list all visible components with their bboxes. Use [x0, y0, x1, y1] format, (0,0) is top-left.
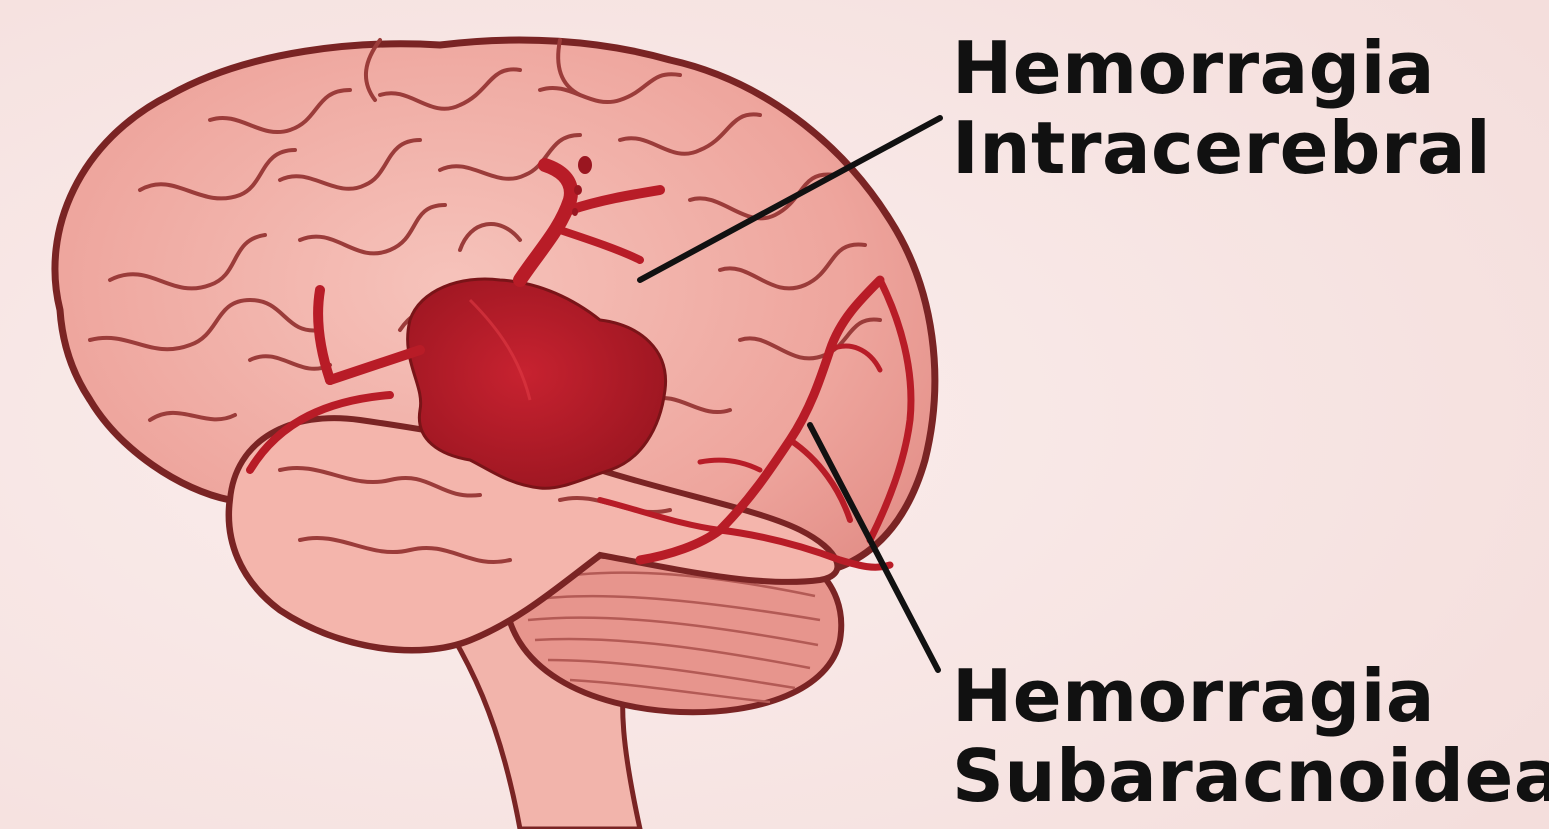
label-subaracnoidea-line1: Hemorragia: [952, 656, 1549, 736]
label-subaracnoidea-line2: Subaracnoidea: [952, 736, 1549, 816]
label-intracerebral-line1: Hemorragia: [952, 28, 1491, 108]
label-intracerebral-line2: Intracerebral: [952, 108, 1491, 188]
label-intracerebral: Hemorragia Intracerebral: [952, 28, 1491, 188]
label-subaracnoidea: Hemorragia Subaracnoidea: [952, 656, 1549, 816]
